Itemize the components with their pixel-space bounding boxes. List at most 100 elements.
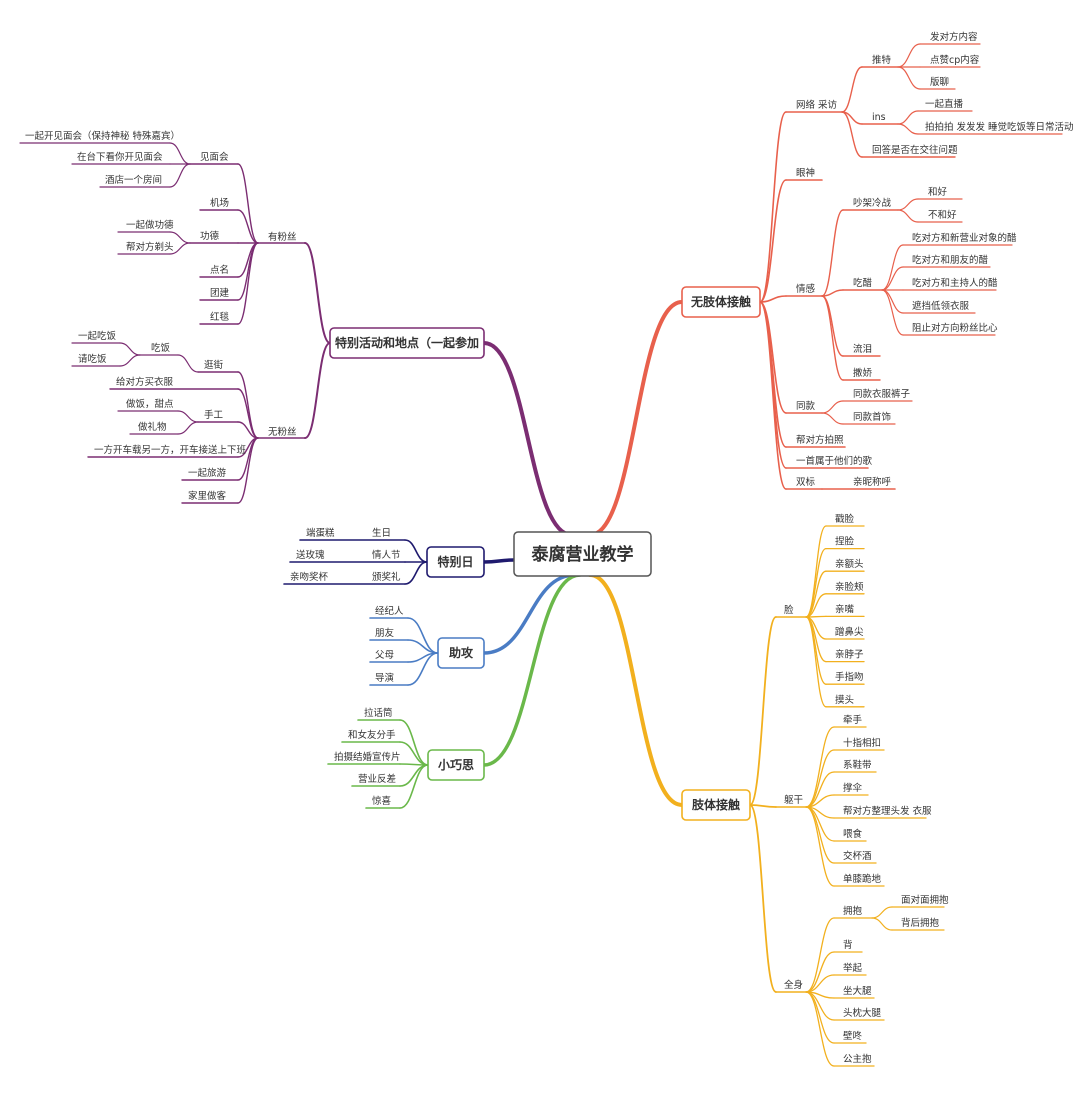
node-f3[interactable]: 亲额头 <box>835 558 864 570</box>
node-t5[interactable]: 帮对方整理头发 衣服 <box>843 805 932 817</box>
node-p2[interactable]: 和女友分手 <box>348 729 396 741</box>
node-c2[interactable]: 做礼物 <box>138 421 167 433</box>
node-t3[interactable]: 系鞋带 <box>843 759 872 771</box>
center-topic[interactable]: 泰腐营业教学 <box>532 544 634 565</box>
node-face[interactable]: 脸 <box>784 604 794 616</box>
node-tw1[interactable]: 发对方内容 <box>930 31 978 43</box>
node-c1[interactable]: 做饭，甜点 <box>126 398 174 410</box>
node-a3[interactable]: 父母 <box>375 650 394 661</box>
node-valentine[interactable]: 情人节 <box>372 549 401 561</box>
node-a2[interactable]: 朋友 <box>375 627 395 639</box>
node-j3[interactable]: 吃对方和主持人的醋 <box>912 277 998 289</box>
node-b2[interactable]: 举起 <box>843 962 863 974</box>
node-nickname[interactable]: 亲昵称呼 <box>853 476 892 488</box>
node-j4[interactable]: 遮挡低领衣服 <box>912 300 970 312</box>
node-craft[interactable]: 手工 <box>204 409 224 421</box>
node-t2[interactable]: 十指相扣 <box>843 737 881 749</box>
node-f5[interactable]: 亲嘴 <box>835 603 855 615</box>
node-s2[interactable]: 同款首饰 <box>853 411 891 423</box>
node-with-fans[interactable]: 有粉丝 <box>268 231 297 243</box>
node-merit[interactable]: 功德 <box>200 230 220 242</box>
node-double[interactable]: 双标 <box>796 476 816 488</box>
node-jealous[interactable]: 吃醋 <box>853 277 873 289</box>
node-birthday[interactable]: 生日 <box>372 527 391 539</box>
node-f2[interactable]: 捏脸 <box>835 536 855 548</box>
node-mer2[interactable]: 帮对方剃头 <box>126 241 174 253</box>
node-f9[interactable]: 摸头 <box>835 694 854 706</box>
node-a4[interactable]: 导演 <box>375 672 394 684</box>
node-shop[interactable]: 逛街 <box>204 359 224 371</box>
node-t1[interactable]: 牵手 <box>843 714 863 726</box>
node-rose[interactable]: 送玫瑰 <box>296 549 325 561</box>
node-f1[interactable]: 戳脸 <box>835 513 855 525</box>
node-m3[interactable]: 酒店一个房间 <box>105 174 162 186</box>
node-q1[interactable]: 和好 <box>928 186 948 198</box>
node-h1[interactable]: 面对面拥抱 <box>901 894 949 906</box>
node-airport[interactable]: 机场 <box>210 197 229 209</box>
node-song[interactable]: 一首属于他们的歌 <box>796 455 873 467</box>
node-b5[interactable]: 壁咚 <box>843 1030 863 1042</box>
node-coquet[interactable]: 撒娇 <box>853 367 873 379</box>
node-f6[interactable]: 蹭鼻尖 <box>835 626 864 638</box>
node-p4[interactable]: 营业反差 <box>358 773 396 785</box>
node-b6[interactable]: 公主抱 <box>843 1053 872 1065</box>
node-quarrel[interactable]: 吵架冷战 <box>853 197 892 209</box>
branch-special-day[interactable]: 特别日 <box>437 554 473 569</box>
node-t6[interactable]: 喂食 <box>843 828 863 840</box>
branch-tips[interactable]: 小巧思 <box>438 757 474 772</box>
node-hug[interactable]: 拥抱 <box>843 905 863 917</box>
branch-assist-box[interactable] <box>437 637 485 669</box>
branch-contact[interactable]: 肢体接触 <box>692 797 740 812</box>
branch-no-contact-box[interactable] <box>681 286 761 318</box>
node-j5[interactable]: 阻止对方向粉丝比心 <box>912 322 998 334</box>
node-carpet[interactable]: 红毯 <box>210 311 230 323</box>
node-p1[interactable]: 拉话筒 <box>364 707 393 719</box>
node-photo[interactable]: 帮对方拍照 <box>796 434 844 446</box>
node-mer1[interactable]: 一起做功德 <box>126 219 174 231</box>
branch-special-day-box[interactable] <box>426 546 485 578</box>
node-ins2[interactable]: 拍拍拍 发发发 睡觉吃饭等日常活动 <box>925 121 1074 133</box>
node-q2[interactable]: 不和好 <box>928 209 957 221</box>
branch-tips-box[interactable] <box>427 749 485 781</box>
node-cake[interactable]: 端蛋糕 <box>306 527 335 539</box>
node-f8[interactable]: 手指吻 <box>835 671 864 683</box>
node-p5[interactable]: 惊喜 <box>372 795 392 807</box>
branch-assist[interactable]: 助攻 <box>449 645 474 660</box>
node-a1[interactable]: 经纪人 <box>375 605 404 617</box>
node-t4[interactable]: 撑伞 <box>843 782 863 794</box>
node-b3[interactable]: 坐大腿 <box>843 985 872 997</box>
node-torso[interactable]: 躯干 <box>784 794 803 806</box>
center-topic-box[interactable] <box>513 531 652 577</box>
node-travel[interactable]: 一起旅游 <box>188 467 227 479</box>
node-b4[interactable]: 头枕大腿 <box>843 1007 882 1019</box>
node-emotion[interactable]: 情感 <box>796 283 816 295</box>
node-s1[interactable]: 同款衣服裤子 <box>853 388 911 400</box>
node-e1[interactable]: 一起吃饭 <box>78 330 117 342</box>
node-award[interactable]: 颁奖礼 <box>372 571 401 583</box>
branch-contact-box[interactable] <box>681 789 751 821</box>
branch-no-contact[interactable]: 无肢体接触 <box>690 294 751 309</box>
node-body[interactable]: 全身 <box>784 979 803 991</box>
node-tw2[interactable]: 点赞cp内容 <box>930 54 980 66</box>
node-tw3[interactable]: 版聊 <box>930 76 949 88</box>
node-e2[interactable]: 请吃饭 <box>78 353 107 365</box>
node-buy[interactable]: 给对方买衣服 <box>116 376 174 388</box>
node-drive[interactable]: 一方开车载另一方，开车接送上下班 <box>94 444 247 456</box>
node-p3[interactable]: 拍摄结婚宣传片 <box>334 751 401 763</box>
node-t8[interactable]: 单膝跪地 <box>843 873 882 885</box>
node-eat[interactable]: 吃饭 <box>151 342 171 354</box>
node-network[interactable]: 网络 采访 <box>796 99 838 111</box>
node-m2[interactable]: 在台下看你开见面会 <box>77 151 163 163</box>
node-f4[interactable]: 亲脸颊 <box>835 581 864 593</box>
node-same[interactable]: 同款 <box>796 400 816 412</box>
node-f7[interactable]: 亲脖子 <box>835 649 864 661</box>
node-no-fans[interactable]: 无粉丝 <box>268 426 297 438</box>
node-rollcall[interactable]: 点名 <box>210 264 229 276</box>
node-team[interactable]: 团建 <box>210 287 230 299</box>
node-eyes[interactable]: 眼神 <box>796 167 815 179</box>
node-ins[interactable]: ins <box>872 112 886 123</box>
node-guest[interactable]: 家里做客 <box>188 490 227 502</box>
node-b1[interactable]: 背 <box>843 939 853 951</box>
node-j2[interactable]: 吃对方和朋友的醋 <box>912 254 989 266</box>
node-ins1[interactable]: 一起直播 <box>925 98 964 110</box>
